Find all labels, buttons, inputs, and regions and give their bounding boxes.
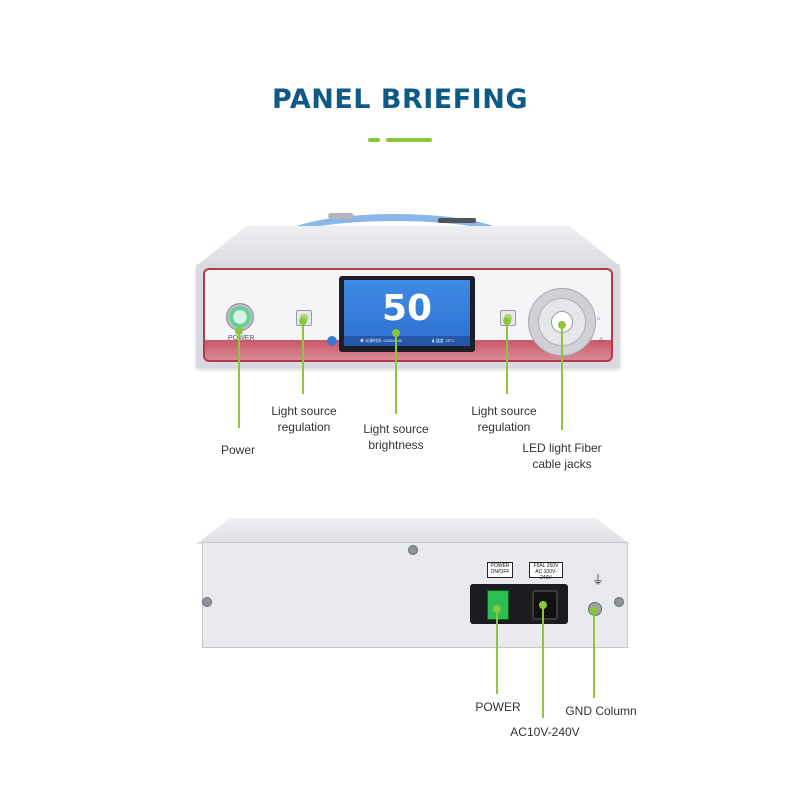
label-brightness-line2: brightness <box>368 438 424 452</box>
fuse-sticker-line1: F5AL 250V <box>533 563 559 569</box>
label-brightness-line1: Light source <box>363 422 429 436</box>
label-rear-power: POWER <box>475 700 521 714</box>
ground-symbol-icon: ⏚ <box>592 573 605 587</box>
light-bulb-icon: ☼ <box>596 316 602 322</box>
page-title: PANEL BRIEFING <box>272 84 528 115</box>
callout-line-power <box>238 332 240 428</box>
label-power: Power <box>220 443 255 457</box>
label-reg-right-line2: regulation <box>477 420 531 434</box>
screw-left <box>202 597 212 607</box>
callout-line-brightness <box>395 334 397 414</box>
label-reg-left-line1: Light source <box>271 404 337 418</box>
screen-status-left: ◉ 光源时间: 000000:00 <box>360 338 403 343</box>
label-gnd: GND Column <box>565 704 637 718</box>
rear-device-top <box>196 518 630 544</box>
power-sticker-line2: ON/OFF <box>490 569 510 575</box>
display-screen <box>344 280 470 346</box>
callout-dot-reg-right <box>503 317 511 325</box>
front-device-top <box>196 226 620 266</box>
title-underline-long <box>386 138 432 142</box>
callout-line-gnd <box>593 612 595 698</box>
power-sticker-line1: POWER <box>490 563 510 569</box>
label-jack-line1: LED light Fiber <box>522 441 602 455</box>
callout-dot-jack <box>558 321 566 329</box>
power-sticker: POWER ON/OFF <box>487 562 513 578</box>
power-button-text: POWER <box>228 335 255 342</box>
label-reg-left-line2: regulation <box>277 420 331 434</box>
title-underline-short <box>368 138 380 142</box>
callout-line-reg-right <box>506 322 508 394</box>
fuse-sticker: F5AL 250V AC 100V-240V <box>529 562 563 581</box>
cable-connector-metal <box>328 213 354 219</box>
callout-dot-brightness <box>392 329 400 337</box>
screw-top <box>408 545 418 555</box>
label-ac: AC10V-240V <box>510 725 580 739</box>
cable-connector-dark <box>438 218 476 223</box>
screen-status-bar <box>344 336 470 346</box>
callout-dot-power <box>235 327 243 335</box>
warning-icon: ⚠ <box>598 337 605 344</box>
brightness-value: 50 <box>381 288 433 329</box>
label-jack-line2: cable jacks <box>532 457 592 471</box>
callout-line-jack <box>561 326 563 430</box>
screen-status-right: ▮ 温度: 25°C <box>432 338 455 343</box>
callout-line-ac <box>542 606 544 718</box>
fuse-sticker-line2: AC 100V-240V <box>535 569 557 581</box>
screw-right <box>614 597 624 607</box>
callout-dot-rear-power <box>493 605 501 613</box>
callout-line-reg-left <box>302 322 304 394</box>
callout-line-rear-power <box>496 610 498 694</box>
callout-dot-ac <box>539 601 547 609</box>
callout-dot-reg-left <box>299 317 307 325</box>
brand-logo-icon <box>327 336 337 346</box>
callout-dot-gnd <box>590 607 598 615</box>
label-reg-right-line1: Light source <box>471 404 537 418</box>
